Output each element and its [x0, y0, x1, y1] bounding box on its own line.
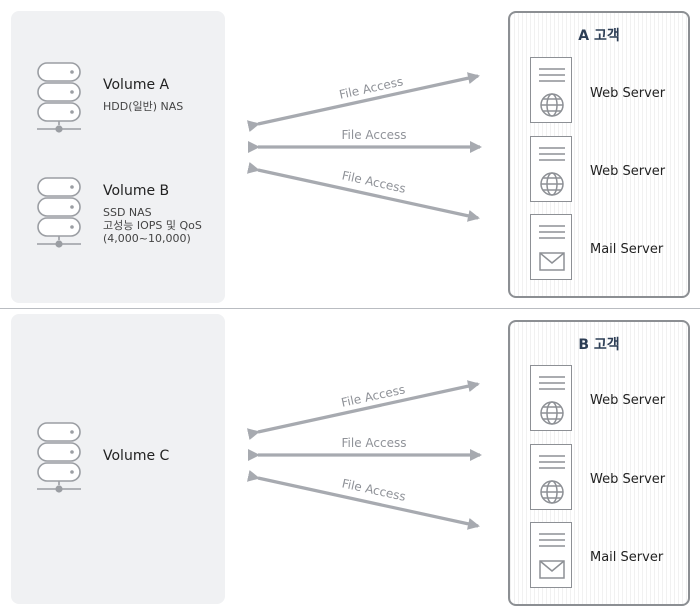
volume-a-title: Volume A [103, 77, 170, 93]
customer-title-a: A 고객 [578, 28, 620, 44]
globe-icon [539, 68, 565, 117]
server-label: Web Server [590, 393, 666, 408]
customer-title-b: B 고객 [578, 337, 620, 353]
globe-icon [539, 147, 565, 196]
section-divider [0, 308, 700, 309]
volume-b-subtitle-3: (4,000~10,000) [103, 232, 191, 245]
server-card [530, 444, 572, 510]
storage-icon-volume-b [36, 177, 82, 249]
volume-b-title: Volume B [103, 183, 170, 199]
volume-a-subtitle: HDD(일반) NAS [103, 100, 184, 113]
server-label: Mail Server [590, 550, 664, 565]
arrow-b-1 [246, 380, 480, 440]
server-card [530, 214, 572, 280]
server-card [530, 522, 572, 588]
volume-b-subtitle-2: 고성능 IOPS 및 QoS [103, 219, 202, 232]
storage-icon-volume-a [36, 62, 82, 134]
server-card [530, 365, 572, 431]
server-label: Mail Server [590, 242, 664, 257]
server-label: Web Server [590, 164, 666, 179]
arrow-a-1 [246, 72, 480, 132]
server-card [530, 57, 572, 123]
volume-c-title: Volume C [103, 448, 170, 464]
server-card [530, 136, 572, 202]
storage-icon-volume-c [36, 422, 82, 494]
mail-icon [539, 533, 565, 579]
server-label: Web Server [590, 86, 666, 101]
arrow-label-b-2: File Access [342, 436, 407, 450]
storage-panel-top [11, 11, 225, 303]
server-label: Web Server [590, 472, 666, 487]
arrow-label-a-2: File Access [342, 128, 407, 142]
volume-b-subtitle-1: SSD NAS [103, 206, 152, 219]
arrow-a-3 [246, 162, 480, 222]
globe-icon [539, 376, 565, 425]
mail-icon [539, 225, 565, 271]
globe-icon [539, 455, 565, 504]
arrow-b-3 [246, 470, 480, 530]
